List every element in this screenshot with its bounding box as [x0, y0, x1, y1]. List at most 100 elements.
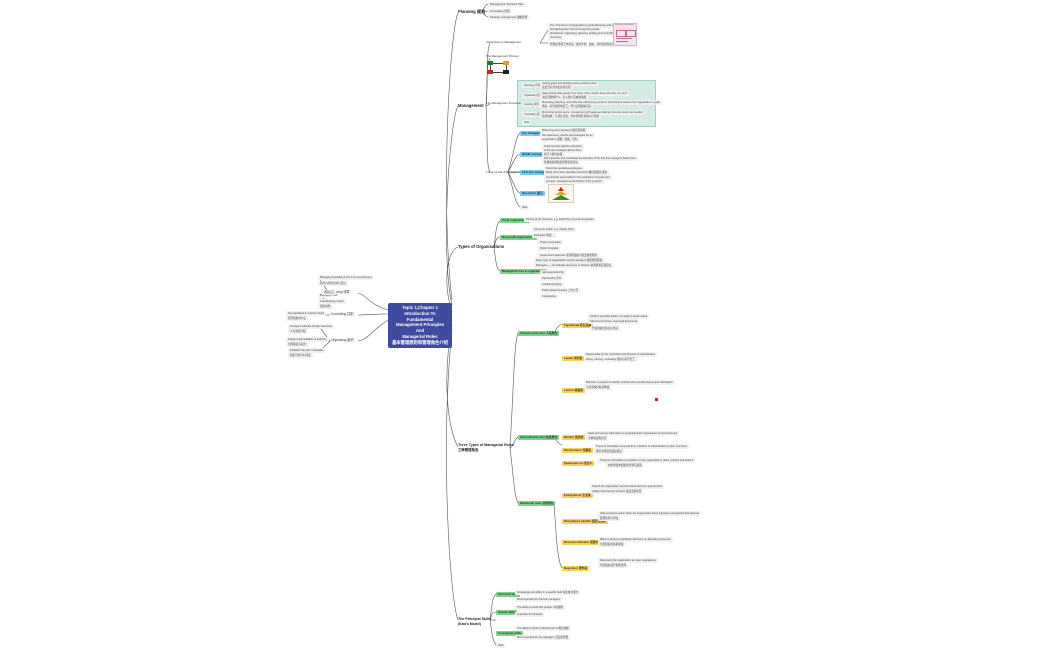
leaf-planning-2[interactable]: Forecasting 预测 [488, 9, 512, 15]
level-middle-leaf-4: Will supervise and coordinate the activi… [542, 156, 639, 162]
leaf-leading-4[interactable]: 激励员工 [322, 290, 337, 296]
branch-controlling[interactable]: Controlling 控制 [331, 312, 354, 316]
leaf-controlling-1[interactable]: Set standards & monitor results [286, 311, 327, 317]
level-first-line-tag[interactable]: First-line managers [520, 170, 550, 176]
skills-technical-leaf-1: Knowledge and ability in a specific fiel… [515, 590, 581, 596]
skills-human-leaf-2: Important for all levels [515, 612, 545, 618]
level-note-tag[interactable]: Note [520, 205, 530, 211]
role-leader-tag[interactable]: Leader 领导者 [562, 356, 585, 362]
level-middle-leaf-5: 监督和协调基层管理者的活动 [542, 160, 580, 166]
level-top-leaf-2: Set objectives, policies and strategies … [540, 133, 595, 139]
level-middle-leaf-1: Implement the policies and plans [542, 144, 584, 150]
process-box-leading [487, 70, 493, 74]
role-disseminator-leaf-1: Transmit information received from outsi… [594, 444, 689, 450]
types-roles-tag[interactable]: Managerial roles in organisation [500, 269, 547, 275]
role-disturbance-leaf-1: Take corrective action when the organisa… [598, 511, 702, 517]
level-top-leaf-3: organisation 战略、政策、目标 [540, 137, 580, 143]
branch-roles[interactable]: Three Types of Managerial Roles [458, 443, 514, 447]
leaf-leading-1[interactable]: Managing & leading a firm in an environm… [318, 275, 374, 281]
liaison-note-icon[interactable] [655, 398, 658, 401]
branch-leading[interactable]: Leading 领导 [331, 290, 350, 294]
role-monitor-leaf-1: Seek and receive information to understa… [586, 431, 680, 437]
level-illustration-tag[interactable]: Illustration 图示 [520, 191, 545, 197]
types-roles-leaf-2: Managers — Co-ordinate resources to achi… [534, 263, 614, 269]
role-figurehead-tag[interactable]: Figurehead 挂名首脑 [562, 323, 594, 329]
level-first-line-extra-1: Are directly responsible for the product… [544, 175, 612, 181]
leaf-leading-2[interactable]: 领导公司的方向与目标 [318, 281, 348, 287]
function-planning-tag[interactable]: Planning 计划 [522, 83, 543, 89]
management-process-label[interactable]: The Management Process [486, 54, 519, 58]
roles-decisional-tag[interactable]: Decisional roles 决策角色 [518, 501, 556, 507]
leaf-planning-1[interactable]: Management / Decision Plan [488, 2, 526, 8]
roles-informational-tag[interactable]: Informational roles 信息角色 [518, 435, 560, 441]
central-topic[interactable]: Topic 1,Chapter 1 Introduction To Fundam… [388, 303, 452, 348]
role-monitor-tag[interactable]: Monitor 监控者 [562, 435, 586, 441]
process-box-controlling [503, 70, 509, 74]
function-note-tag[interactable]: Note [522, 120, 532, 126]
leaf-organising-3[interactable]: Assign responsibilities & authority [286, 337, 329, 343]
roles-interpersonal-tag[interactable]: Interpersonal roles 人际角色 [518, 331, 560, 337]
leaf-leading-6[interactable]: 团队协作 [318, 304, 333, 310]
management-levels-label[interactable]: Three Levels of Management [486, 170, 523, 174]
function-leading-text2: 激励、指导和影响员工，努力实现组织目标 [540, 104, 594, 110]
function-organising-tag[interactable]: Organising 组织 [522, 93, 545, 99]
process-arrow-bottom [493, 72, 503, 73]
role-disturbance-tag[interactable]: Disturbance handler 混乱驾驭者 [562, 519, 608, 525]
central-title-line5: 基本管理原则和管理角色介绍 [392, 339, 448, 345]
central-title-line1: Topic 1,Chapter 1 [402, 305, 438, 310]
role-disseminator-tag[interactable]: Disseminator 传播者 [562, 448, 593, 454]
branch-organising[interactable]: Organising 组织 [331, 338, 354, 342]
leaf-organising-2[interactable]: 人力资源分配 [288, 329, 308, 335]
management-intro-label[interactable]: Introduction to Management [486, 40, 521, 44]
leaf-planning-3[interactable]: Strategic management 战略管理 [488, 15, 530, 21]
function-controlling-tag[interactable]: Controlling 控制 [522, 112, 545, 118]
management-intro-text-2: through/together with & through the peop… [548, 27, 602, 33]
efficiency-image: Efficiency vs Effectiveness [613, 23, 637, 46]
types-nonprofit-tag[interactable]: Non-profit organisations [500, 235, 537, 241]
role-liaison-tag[interactable]: Liaison 联络者 [562, 388, 585, 394]
types-roles-leaf-1: Every type of organisation needs manager… [534, 258, 605, 264]
process-box-organising [503, 61, 509, 65]
level-top-tag[interactable]: Top managers [520, 131, 543, 137]
management-intro-text-4: resources [548, 35, 564, 41]
leaf-leading-5[interactable]: Coordinating in team [318, 299, 346, 305]
branch-skills[interactable]: The Principal Skills [458, 617, 491, 621]
efficiency-image-caption: Efficiency vs Effectiveness [615, 25, 634, 26]
skills-conceptual-tag[interactable]: Conceptual skills [496, 631, 524, 637]
level-middle-tag[interactable]: Middle managers [520, 152, 547, 158]
role-liaison-leaf-1: Maintain a network of outside contacts w… [584, 380, 675, 386]
management-functions-label[interactable]: The Management Functions [486, 101, 521, 105]
central-title-line4: Managerial Roles [402, 333, 438, 339]
skills-human-tag[interactable]: Human skills [496, 610, 518, 616]
level-first-line-leaf-2: Make short-term operating decisions 做短期运… [544, 170, 609, 176]
role-entrepreneur-tag[interactable]: Entrepreneur 企业家 [562, 493, 593, 499]
leaf-organising-4[interactable]: 分配职责与权力 [286, 342, 309, 348]
management-pyramid-image [548, 184, 574, 203]
role-resource-allocator-tag[interactable]: Resource allocator 资源分配者 [562, 540, 606, 546]
role-negotiator-tag[interactable]: Negotiator 谈判者 [562, 566, 590, 572]
leaf-leading-3[interactable]: Motivating staff [318, 293, 338, 299]
leaf-organising-6[interactable]: 制定计划与时间表 [288, 353, 313, 359]
process-arrow-right [506, 65, 507, 70]
efficiency-image-box-2 [626, 30, 636, 37]
types-nonprofit-leaf-4: Public hospitals [538, 246, 561, 252]
types-profit-tag[interactable]: Profit organisations [500, 218, 531, 224]
management-intro-text-1: The 4 functions of organisations goals e… [548, 23, 625, 29]
skills-note-tag[interactable]: Note [496, 643, 506, 649]
level-first-line-leaf-1: Direct the operating employees [544, 166, 584, 172]
branch-planning[interactable]: Planning 规划 [458, 9, 486, 14]
branch-management[interactable]: Management [458, 103, 484, 108]
leaf-controlling-2[interactable]: 监控绩效并纠正 [286, 316, 309, 322]
branch-types[interactable]: Types of Organisations [458, 244, 505, 249]
function-leading-tag[interactable]: Leading 领导 [522, 102, 542, 108]
role-spokesperson-tag[interactable]: Spokesperson 发言人 [562, 461, 595, 467]
leaf-organising-1[interactable]: Arrange & allocate human resources [288, 324, 335, 330]
skills-technical-tag[interactable]: Technical skills [496, 592, 521, 598]
types-nonprofit-leaf-2: Examples 例如： [532, 233, 556, 239]
leaf-organising-5[interactable]: Establish the plan / timetable [288, 348, 326, 354]
role-negotiator-leaf-1: Represent the organisation at major nego… [598, 558, 658, 564]
role-liaison-leaf-2: 与外部保持联系网络 [584, 385, 612, 391]
level-first-line-extra-2: services; managers at the bottom of the … [544, 179, 604, 185]
level-top-leaf-1: Make long-term decisions 做长期决策 [540, 128, 588, 134]
function-leading-text: Motivating, directing, and otherwise inf… [540, 100, 662, 106]
